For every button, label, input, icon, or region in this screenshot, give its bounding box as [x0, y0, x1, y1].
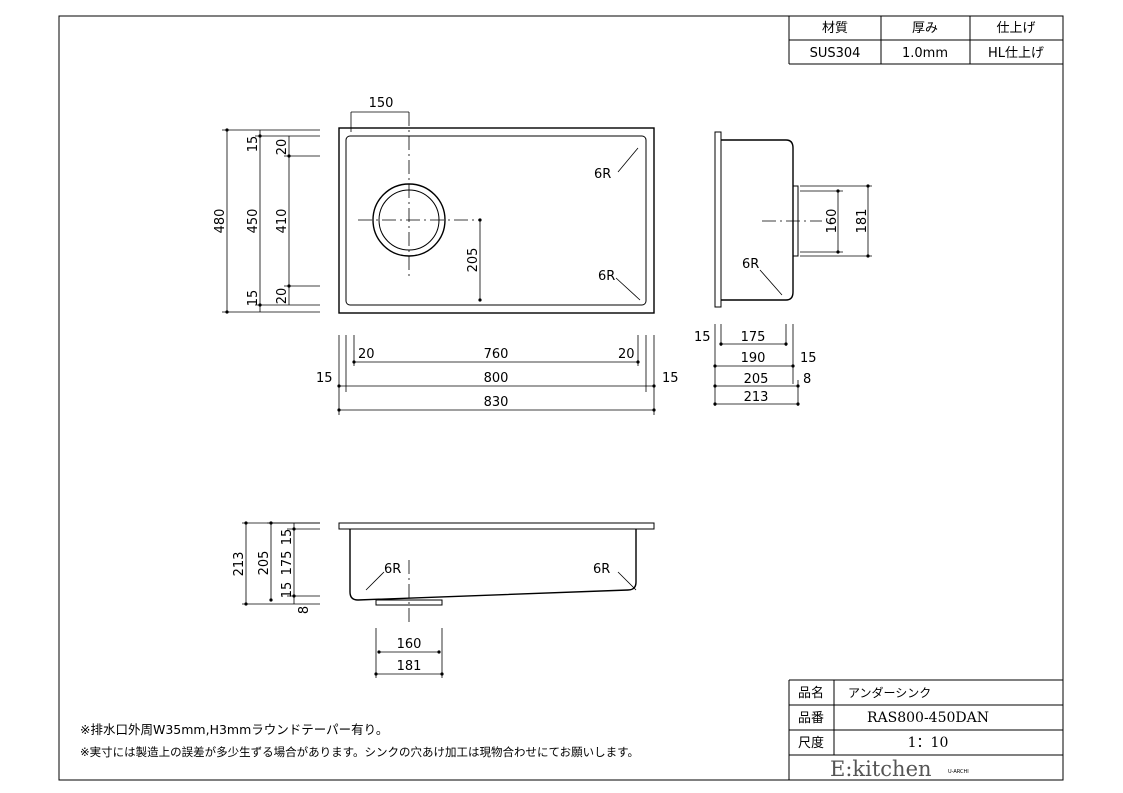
radius-bottom: 6R [598, 269, 615, 284]
side-dim-181: 181 [855, 209, 870, 234]
dim-20-top: 20 [275, 139, 290, 156]
side-dim-8: 8 [803, 372, 811, 387]
title-scale-value: 1：10 [908, 735, 949, 751]
side-dim-205: 205 [744, 372, 769, 387]
spec-table: 材質 厚み 仕上げ SUS304 1.0mm HL仕上げ [788, 16, 1063, 65]
dim-830: 830 [484, 395, 509, 410]
drawing-frame [58, 15, 1064, 781]
dim-15-top: 15 [246, 136, 261, 153]
front-dim-175: 175 [280, 551, 295, 576]
front-drain [375, 599, 443, 606]
uarchi-mark: U-ARCHI [948, 769, 969, 775]
title-name-label: 品名 [798, 685, 824, 701]
dim-20-left: 20 [358, 347, 375, 362]
title-number-label: 品番 [798, 711, 824, 726]
front-radius-right: 6R [593, 562, 610, 577]
front-dim-15-top: 15 [280, 529, 295, 546]
side-view: 6R 160 181 175 15 190 15 205 8 213 [694, 131, 872, 406]
front-dim-205: 205 [257, 551, 272, 576]
title-name-value: アンダーシンク [848, 685, 931, 700]
dim-150: 150 [369, 96, 394, 111]
spec-value-finish: HL仕上げ [988, 46, 1044, 61]
side-dim-213: 213 [744, 390, 769, 405]
dim-15-right: 15 [662, 371, 679, 386]
notes: ※排水口外周W35mm,H3mmラウンドテーパー有り。 ※実寸には製造上の誤差が… [80, 722, 639, 759]
sink-bowl [345, 135, 647, 306]
side-dim-175: 175 [741, 330, 766, 345]
spec-header-thickness: 厚み [912, 21, 938, 36]
dim-410: 410 [275, 209, 290, 234]
dim-15-left: 15 [316, 371, 333, 386]
ekitchen-logo: E:kitchen [830, 757, 932, 781]
front-flange [338, 522, 655, 530]
title-scale-label: 尺度 [798, 735, 824, 751]
front-view: 6R 6R 213 205 15 175 15 8 160 181 [232, 521, 655, 678]
front-dim-181: 181 [397, 659, 422, 674]
front-dim-15-bottom: 15 [280, 582, 295, 599]
side-dim-15-top: 15 [694, 330, 711, 345]
title-block: 品名 アンダーシンク 品番 RAS800-450DAN 尺度 1：10 E:ki… [788, 679, 1063, 781]
radius-top: 6R [594, 167, 611, 182]
front-dim-8: 8 [297, 606, 312, 614]
front-radius-left: 6R [384, 562, 401, 577]
side-dim-15-right: 15 [800, 351, 817, 366]
dim-20-bottom: 20 [275, 288, 290, 305]
dim-20-right: 20 [618, 347, 635, 362]
title-number-value: RAS800-450DAN [867, 710, 989, 726]
side-bowl-profile [721, 139, 794, 301]
side-dim-190: 190 [741, 351, 766, 366]
top-view: 150 205 6R 6R 480 450 15 15 410 20 20 [213, 96, 679, 415]
side-flange [714, 131, 722, 308]
front-dim-213: 213 [232, 552, 247, 577]
front-bowl-profile [349, 529, 637, 601]
dim-480: 480 [213, 209, 228, 234]
dim-800: 800 [484, 371, 509, 386]
sink-outer-rim [338, 127, 655, 314]
note-2: ※実寸には製造上の誤差が多少生ずる場合があります。シンクの穴あけ加工は現物合わせ… [80, 745, 639, 759]
dim-760: 760 [484, 347, 509, 362]
side-radius: 6R [742, 257, 759, 272]
front-dim-160: 160 [397, 637, 422, 652]
dim-205-drain: 205 [466, 248, 481, 273]
spec-value-material: SUS304 [810, 46, 861, 61]
dim-15-bottom: 15 [246, 290, 261, 307]
side-dim-160: 160 [825, 209, 840, 234]
spec-header-material: 材質 [822, 21, 848, 36]
dim-450: 450 [246, 209, 261, 234]
note-1: ※排水口外周W35mm,H3mmラウンドテーパー有り。 [80, 722, 388, 737]
spec-header-finish: 仕上げ [996, 21, 1035, 36]
spec-value-thickness: 1.0mm [902, 46, 948, 61]
